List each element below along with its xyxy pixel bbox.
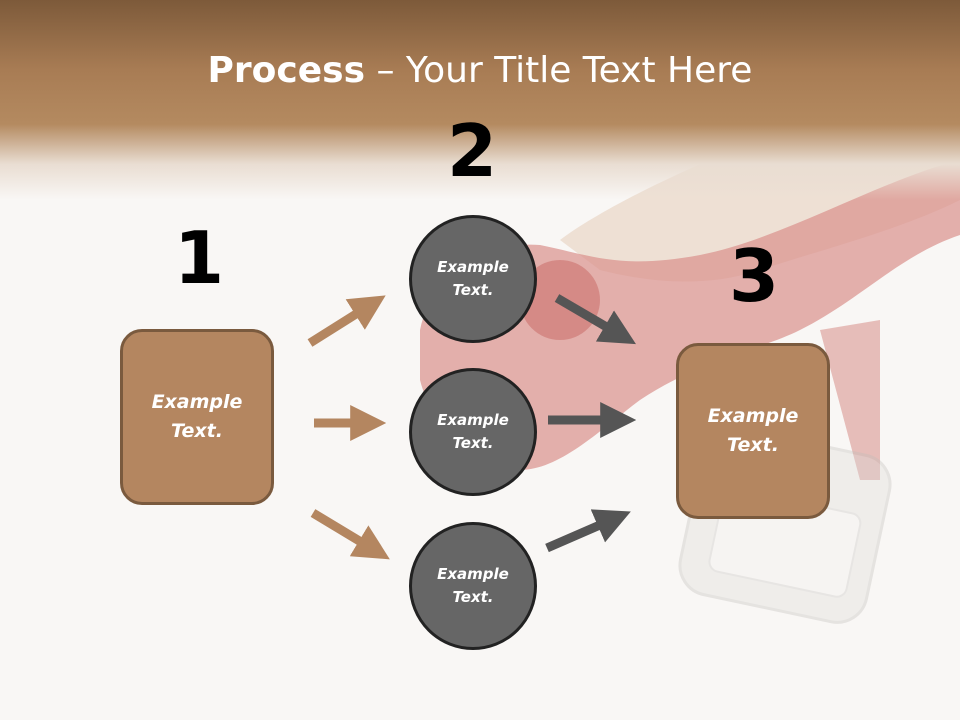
left-process-box: Example Text. xyxy=(120,329,274,505)
arrow-left-to-circle-3 xyxy=(310,509,390,560)
arrow-left-to-circle-1 xyxy=(307,295,386,347)
header-gradient-band xyxy=(0,0,960,200)
left-box-text: Example Text. xyxy=(151,391,243,442)
circle-2-text: Example Text. xyxy=(437,411,509,452)
arrow-circle-1-to-right xyxy=(554,294,636,345)
right-box-text: Example Text. xyxy=(707,405,799,456)
circle-3-text: Example Text. xyxy=(437,565,509,606)
title-rest: – Your Title Text Here xyxy=(365,50,753,91)
step-number-3: 3 xyxy=(728,234,780,318)
slide-title: Process – Your Title Text Here xyxy=(0,50,960,91)
step-number-2: 2 xyxy=(446,109,498,193)
step-number-1: 1 xyxy=(173,216,225,300)
right-process-box: Example Text. xyxy=(676,343,830,519)
title-bold: Process xyxy=(207,50,366,91)
arrow-circle-3-to-right xyxy=(545,509,631,553)
process-circle-3: Example Text. xyxy=(409,522,537,650)
process-circle-2: Example Text. xyxy=(409,368,537,496)
process-circle-1: Example Text. xyxy=(409,215,537,343)
circle-1-text: Example Text. xyxy=(437,258,509,299)
